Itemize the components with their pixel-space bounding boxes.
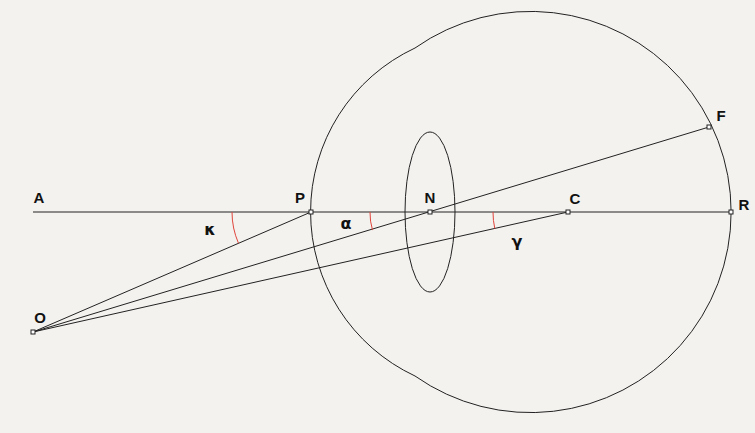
point-label: O: [34, 310, 46, 325]
point-label: N: [425, 190, 436, 205]
point-marker: [566, 210, 570, 214]
point-label: C: [570, 191, 581, 206]
point-label: P: [295, 190, 305, 205]
angle-label: γ: [512, 234, 523, 250]
point-label: F: [716, 108, 725, 123]
point-marker: [428, 210, 432, 214]
point-marker: [309, 210, 313, 214]
angle-label: κ: [204, 222, 215, 238]
angle-arc: [493, 212, 495, 229]
point-marker: [729, 210, 733, 214]
visual-axis: [33, 127, 709, 332]
optical-axis: [33, 212, 731, 213]
angle-label: α: [341, 216, 352, 232]
point-label: A: [34, 190, 45, 205]
point-marker: [707, 125, 711, 129]
angle-arc: [232, 212, 239, 243]
pupillary-line: [33, 212, 311, 332]
fixation-line: [33, 212, 568, 332]
angle-arc: [370, 212, 373, 230]
point-label: R: [739, 197, 750, 212]
point-marker: [31, 330, 35, 334]
